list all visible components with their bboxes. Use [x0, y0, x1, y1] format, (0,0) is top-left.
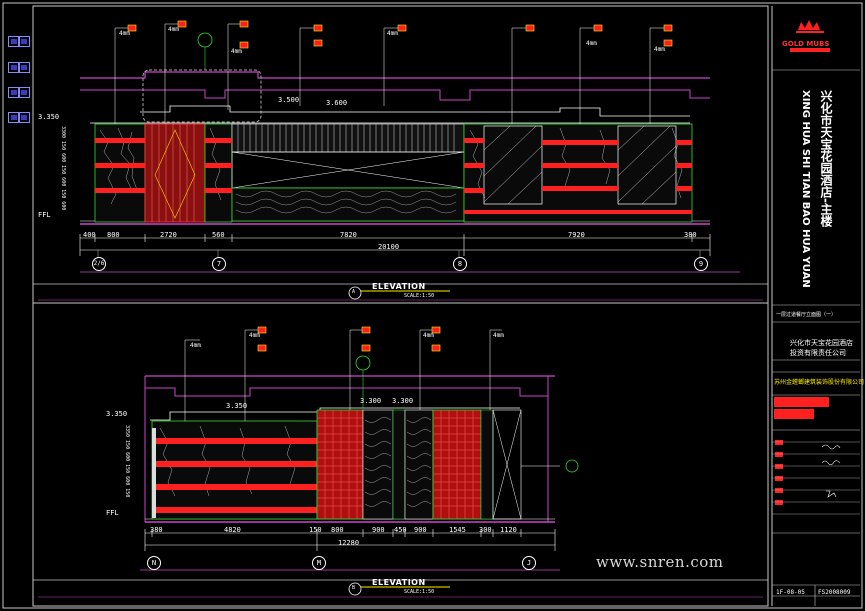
strip-tile	[18, 62, 30, 73]
bottom-dim-1: 380	[150, 526, 163, 534]
client-line-1: 兴化市天宝花园酒店	[790, 339, 853, 347]
bottom-elevation-title: ELEVATION	[372, 578, 426, 587]
client-line-2: 投资有限责任公司	[790, 349, 846, 357]
bottom-grid-3: J	[522, 556, 536, 570]
top-grid-3: 8	[453, 257, 467, 271]
top-grid-1: 2/6	[92, 257, 106, 271]
top-tag-3: 4mm	[231, 48, 242, 55]
top-elevation	[38, 20, 763, 301]
bottom-dim-2: 4820	[224, 526, 241, 534]
top-ceiling-mark-1: 3.500	[278, 96, 300, 104]
top-marker: A	[352, 289, 356, 295]
bottom-floor-mark: FFL	[106, 509, 119, 517]
bottom-tag-3: 4mm	[423, 332, 434, 339]
bottom-dim-total: 12280	[338, 539, 360, 547]
bottom-ceiling-mark-3: 3.300	[392, 397, 414, 405]
bottom-dim-9: 300	[479, 526, 492, 534]
top-dim-2: 800	[107, 231, 120, 239]
bottom-dim-10: 1120	[500, 526, 517, 534]
bottom-grid-1: N	[147, 556, 161, 570]
top-elevation-scale: SCALE:1:50	[404, 293, 435, 299]
top-tag-6: 4mm	[654, 46, 665, 53]
top-tag-2: 4mm	[168, 26, 179, 33]
strip-tile	[8, 62, 20, 73]
strip-tile	[8, 87, 20, 98]
project-pinyin: XING HUA SHI TIAN BAO HUA YUAN	[800, 90, 811, 288]
top-grid-2: 7	[212, 257, 226, 271]
strip-tile	[8, 112, 20, 123]
title-block-frame	[771, 6, 860, 606]
sheet-number: 1F-08-05	[776, 589, 805, 596]
drawing-title: 一层过道餐厅立面图（一）	[776, 312, 837, 318]
bottom-marker: B	[352, 585, 356, 591]
top-dim-4: 560	[212, 231, 225, 239]
bottom-dim-5: 900	[372, 526, 385, 534]
top-tag-1: 4mm	[119, 30, 130, 37]
bottom-dim-8: 1545	[449, 526, 466, 534]
bottom-dim-7: 900	[414, 526, 427, 534]
top-floor-mark: FFL	[38, 211, 51, 219]
bottom-height-stack: 3350 150 600 150 600 150	[124, 425, 130, 498]
bottom-dim-3: 150	[309, 526, 322, 534]
top-tag-4: 4mm	[387, 30, 398, 37]
top-height-stack: 3300 150 600 150 600 150 600	[60, 126, 66, 211]
top-dim-3: 2720	[160, 231, 177, 239]
designer-company: 苏州金螳螂建筑装饰股份有限公司	[774, 379, 865, 386]
bottom-tag-2: 4mm	[249, 332, 260, 339]
bottom-level-mark: 3.350	[106, 410, 128, 418]
top-level-mark: 3.350	[38, 113, 60, 121]
strip-tile	[18, 87, 30, 98]
strip-tile	[18, 112, 30, 123]
bottom-dim-4: 800	[331, 526, 344, 534]
bottom-elevation	[38, 326, 763, 598]
watermark: www.snren.com	[596, 553, 724, 571]
bottom-grid-2: M	[312, 556, 326, 570]
drawing-code: FS2008009	[818, 589, 851, 596]
top-dim-7: 380	[684, 231, 697, 239]
bottom-ceiling-mark-2: 3.300	[360, 397, 382, 405]
top-dim-6: 7920	[568, 231, 585, 239]
top-dim-1: 400	[83, 231, 96, 239]
top-dim-total: 20100	[378, 243, 400, 251]
company-logo: GOLD MUBS	[782, 40, 830, 48]
bottom-dim-6: 450	[394, 526, 407, 534]
project-name-cn: 兴化市天宝花园酒店-主楼	[819, 90, 833, 227]
bottom-tag-4: 4mm	[493, 332, 504, 339]
top-dim-5: 7820	[340, 231, 357, 239]
strip-tile	[18, 36, 30, 47]
strip-tile	[8, 36, 20, 47]
top-elevation-title: ELEVATION	[372, 282, 426, 291]
top-ceiling-mark-2: 3.600	[326, 99, 348, 107]
bottom-ceiling-mark-1: 3.350	[226, 402, 248, 410]
top-grid-4: 9	[694, 257, 708, 271]
top-tag-5: 4mm	[586, 40, 597, 47]
bottom-tag-1: 4mm	[190, 342, 201, 349]
bottom-elevation-scale: SCALE:1:50	[404, 589, 435, 595]
